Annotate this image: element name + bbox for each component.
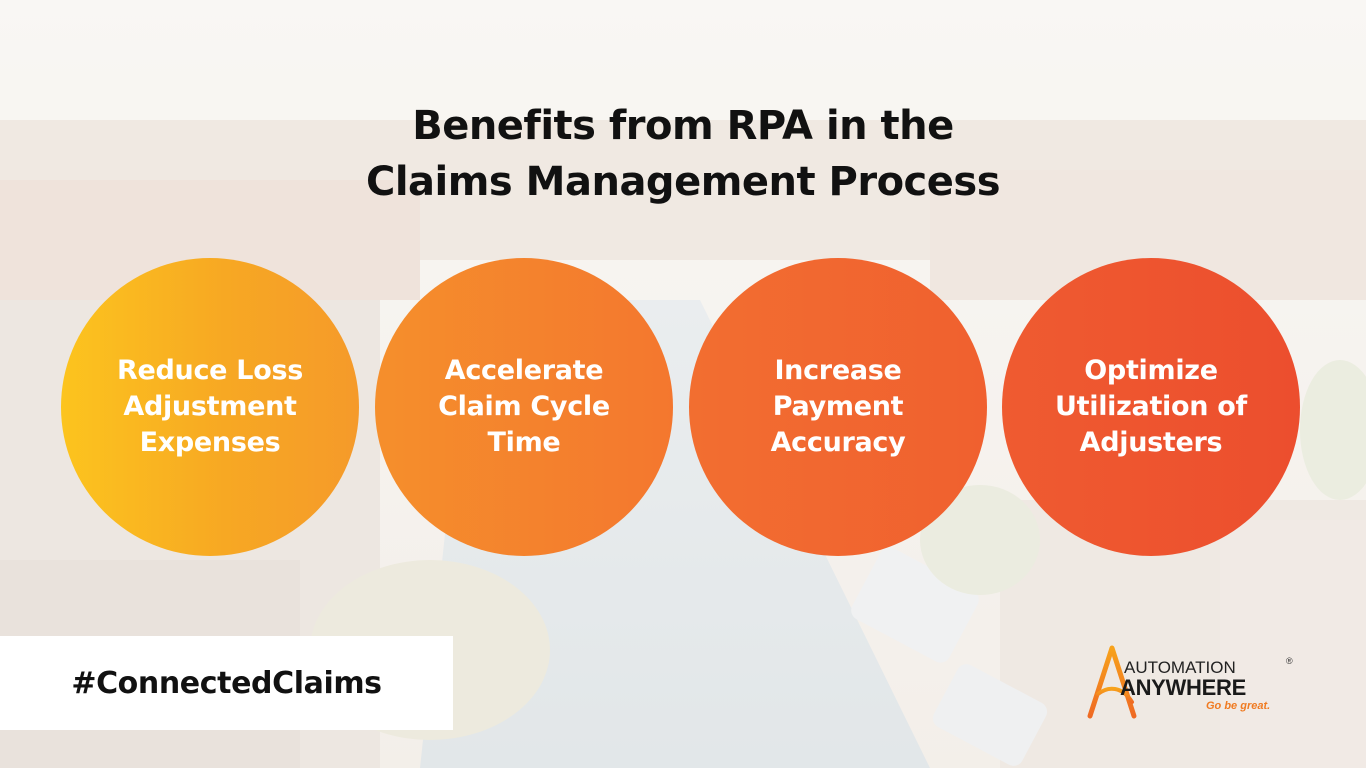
benefit-circle-accelerate-claim: Accelerate Claim Cycle Time	[375, 258, 673, 556]
benefit-label: Increase Payment Accuracy	[770, 355, 906, 458]
benefit-circle-increase-payment: Increase Payment Accuracy	[689, 258, 987, 556]
benefit-circle-reduce-loss: Reduce Loss Adjustment Expenses	[61, 258, 359, 556]
logo-tagline: Go be great.	[1206, 700, 1271, 712]
logo-registered-mark: ®	[1286, 656, 1293, 666]
hashtag-banner: #ConnectedClaims	[0, 636, 453, 730]
benefit-circle-optimize-utilization: Optimize Utilization of Adjusters	[1002, 258, 1300, 556]
benefit-label: Reduce Loss Adjustment Expenses	[117, 355, 303, 458]
slide-title: Benefits from RPA in the Claims Manageme…	[283, 98, 1083, 210]
benefit-label: Optimize Utilization of Adjusters	[1055, 355, 1247, 458]
logo-wordmark-line-2: ANYWHERE	[1120, 675, 1246, 700]
logo-wordmark-line-1: AUTOMATION	[1124, 658, 1236, 677]
automation-anywhere-a-icon	[1087, 645, 1137, 719]
automation-anywhere-logo: AUTOMATION ® ANYWHERE Go be great.	[1082, 642, 1302, 722]
title-line-2: Claims Management Process	[365, 159, 1001, 205]
title-line-1: Benefits from RPA in the	[412, 103, 954, 149]
benefit-label: Accelerate Claim Cycle Time	[438, 355, 610, 458]
hashtag-text: #ConnectedClaims	[71, 665, 382, 701]
